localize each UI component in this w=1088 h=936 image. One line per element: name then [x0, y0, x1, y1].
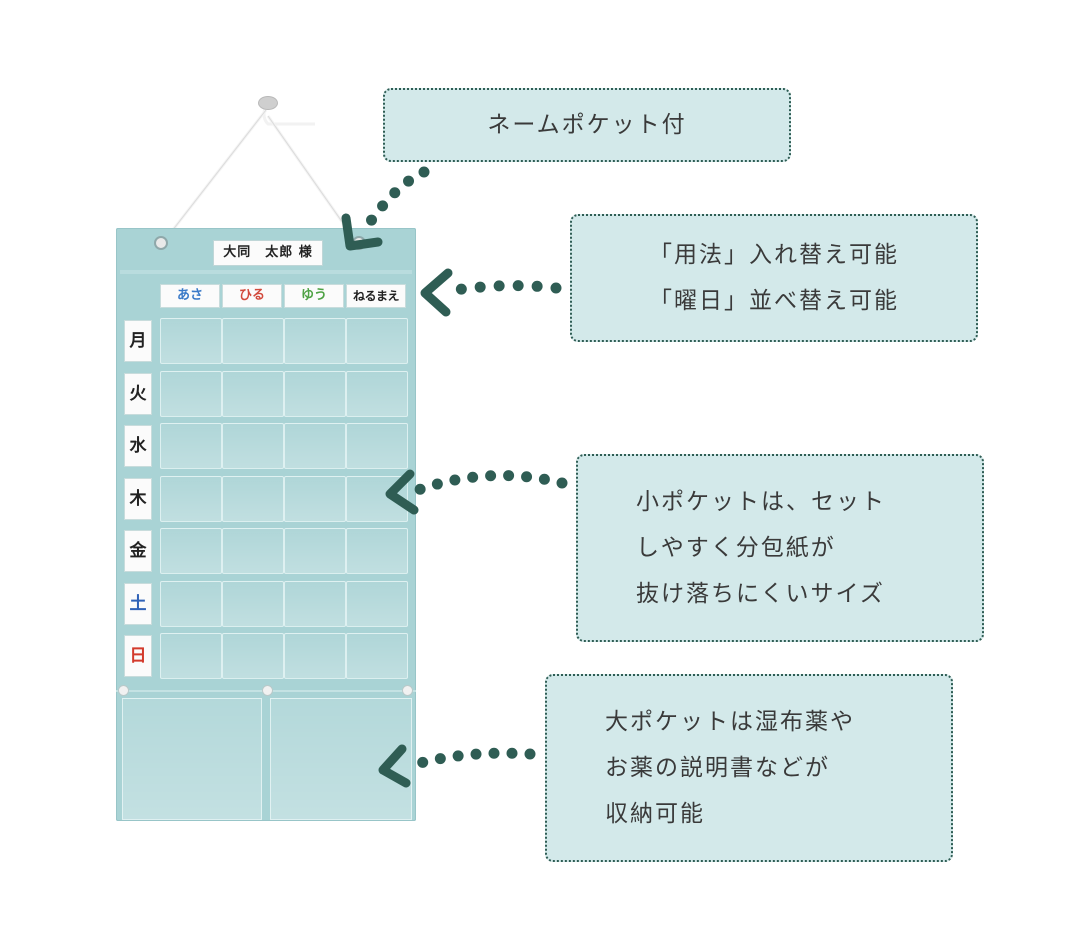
weekday-label: 火: [124, 372, 152, 415]
small-pocket: [284, 370, 346, 417]
small-pocket: [346, 318, 408, 364]
small-pocket: [284, 528, 346, 574]
name-pocket: [120, 270, 412, 274]
callout-line: 小ポケットは、セット: [636, 489, 886, 515]
callout-line: 収納可能: [605, 801, 705, 827]
callout-large-pocket: 大ポケットは湿布薬や お薬の説明書などが 収納可能: [545, 674, 953, 862]
weekday-label: 金: [124, 530, 152, 572]
time-slot-label: ひる: [222, 284, 282, 308]
arrow-dots-small-pocket: [412, 470, 568, 496]
small-pocket: [160, 528, 222, 574]
callout-small-pocket: 小ポケットは、セット しやすく分包紙が 抜け落ちにくいサイズ: [576, 454, 984, 642]
small-pocket: [284, 580, 346, 627]
small-pocket: [160, 423, 222, 469]
small-pocket: [222, 423, 284, 469]
grommet-left: [154, 236, 168, 250]
arrowhead-name-pocket: [341, 213, 383, 251]
small-pocket: [284, 475, 346, 522]
snap-button: [262, 685, 273, 696]
snap-button: [402, 685, 413, 696]
weekday-label: 月: [124, 320, 152, 362]
small-pocket: [284, 633, 346, 679]
arrow-dots-name-pocket: [360, 166, 430, 234]
arrow-dots-large-pocket: [410, 747, 536, 770]
callout-line: ネームポケット付: [487, 112, 687, 138]
small-pocket: [222, 370, 284, 417]
wall-hook: [258, 96, 278, 110]
small-pocket: [346, 633, 408, 679]
small-pocket: [160, 580, 222, 627]
callout-line: 大ポケットは湿布薬や: [605, 709, 855, 735]
small-pocket: [346, 528, 408, 574]
small-pocket: [284, 318, 346, 364]
time-slot-label: ねるまえ: [346, 284, 406, 308]
time-slot-label: ゆう: [284, 284, 344, 308]
arrowhead-swap: [420, 268, 453, 317]
weekday-label: 水: [124, 425, 152, 467]
callout-line: 抜け落ちにくいサイズ: [636, 581, 885, 607]
large-pocket-right: [270, 698, 412, 820]
small-pocket: [346, 423, 408, 469]
large-pocket-left: [122, 698, 262, 820]
small-pocket: [222, 633, 284, 679]
name-tag: 大同 太郎 様: [213, 240, 323, 266]
arrow-dots-swap: [442, 280, 562, 297]
small-pocket: [222, 475, 284, 522]
callout-name-pocket: ネームポケット付: [383, 88, 791, 162]
callout-line: お薬の説明書などが: [605, 755, 830, 781]
pill-calendar-board: 大同 太郎 様 あさひるゆうねるまえ 月火水木金土日: [116, 228, 416, 821]
small-pocket: [222, 580, 284, 627]
small-pocket: [160, 633, 222, 679]
weekday-label: 土: [124, 582, 152, 625]
small-pocket: [222, 318, 284, 364]
small-pocket: [346, 580, 408, 627]
callout-swap: 「用法」入れ替え可能 「曜日」並べ替え可能: [570, 214, 978, 342]
callout-line: 「用法」入れ替え可能: [649, 242, 899, 268]
arrowhead-small-pocket: [385, 469, 419, 515]
time-slot-label: あさ: [160, 284, 220, 308]
weekday-label: 日: [124, 635, 152, 677]
small-pocket: [284, 423, 346, 469]
arrowhead-large-pocket: [378, 744, 411, 788]
small-pocket: [160, 475, 222, 522]
small-pocket: [160, 370, 222, 417]
small-pocket: [222, 528, 284, 574]
weekday-label: 木: [124, 477, 152, 520]
callout-line: しやすく分包紙が: [636, 535, 836, 561]
callout-line: 「曜日」並べ替え可能: [649, 288, 899, 314]
small-pocket: [346, 370, 408, 417]
small-pocket: [160, 318, 222, 364]
snap-button: [118, 685, 129, 696]
